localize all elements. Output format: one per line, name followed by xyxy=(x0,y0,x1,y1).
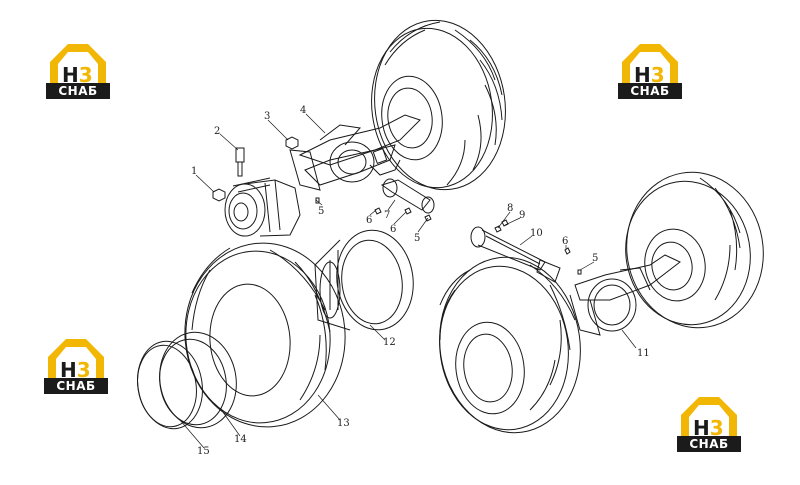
logo-band-text: СНАБ xyxy=(46,83,110,99)
logo-top-right: H3 СНАБ xyxy=(618,40,682,102)
leader-lines xyxy=(179,113,637,449)
callout-7: 7 xyxy=(384,210,390,221)
callout-15: 15 xyxy=(197,446,210,457)
callout-5b: 5 xyxy=(414,233,420,244)
logo-letters: H3 xyxy=(634,63,665,84)
house-logo-icon: H3 xyxy=(48,339,104,382)
callout-13: 13 xyxy=(337,418,350,429)
callout-4: 4 xyxy=(300,105,306,116)
logo-mid-left: H3 СНАБ xyxy=(44,335,108,397)
front-left-wheel xyxy=(439,256,581,434)
logo-letters: H3 xyxy=(693,416,724,437)
logo-band-text: СНАБ xyxy=(677,436,741,452)
callout-6a: 6 xyxy=(366,215,372,226)
callout-14: 14 xyxy=(234,434,247,445)
house-logo-icon: H3 xyxy=(681,397,737,440)
drive-shaft-short xyxy=(374,178,435,222)
callout-3: 3 xyxy=(264,111,270,122)
front-right-wheel xyxy=(625,171,764,329)
exploded-rings xyxy=(137,331,237,430)
callout-1: 1 xyxy=(191,166,197,177)
rear-hub-assembly xyxy=(224,177,301,237)
callout-9: 9 xyxy=(519,210,525,221)
logo-letters: H3 xyxy=(60,358,91,379)
callout-11: 11 xyxy=(637,348,650,359)
callout-2: 2 xyxy=(214,126,220,137)
house-logo-icon: H3 xyxy=(622,44,678,87)
rear-axle-housing xyxy=(289,114,421,191)
front-axle xyxy=(569,254,681,336)
logo-band-text: СНАБ xyxy=(44,378,108,394)
callout-5a: 5 xyxy=(318,206,324,217)
drive-shaft-long xyxy=(470,219,582,283)
logo-bottom-right: H3 СНАБ xyxy=(677,393,741,455)
callout-6c: 6 xyxy=(562,236,568,247)
logo-letters: H3 xyxy=(62,63,93,84)
exploded-rim xyxy=(314,229,414,331)
callout-8: 8 xyxy=(507,203,513,214)
logo-top-left: H3 СНАБ xyxy=(46,40,110,102)
rear-axle-wheel xyxy=(371,19,506,191)
callout-6b: 6 xyxy=(390,224,396,235)
logo-band-text: СНАБ xyxy=(618,83,682,99)
callout-5c: 5 xyxy=(592,253,598,264)
callout-labels: 1 2 3 4 5 5 5 6 6 6 7 8 9 10 11 12 13 14… xyxy=(191,105,650,457)
callout-10: 10 xyxy=(530,228,543,239)
house-logo-icon: H3 xyxy=(50,44,106,87)
callout-12: 12 xyxy=(383,337,396,348)
fasteners-upper xyxy=(212,136,320,204)
